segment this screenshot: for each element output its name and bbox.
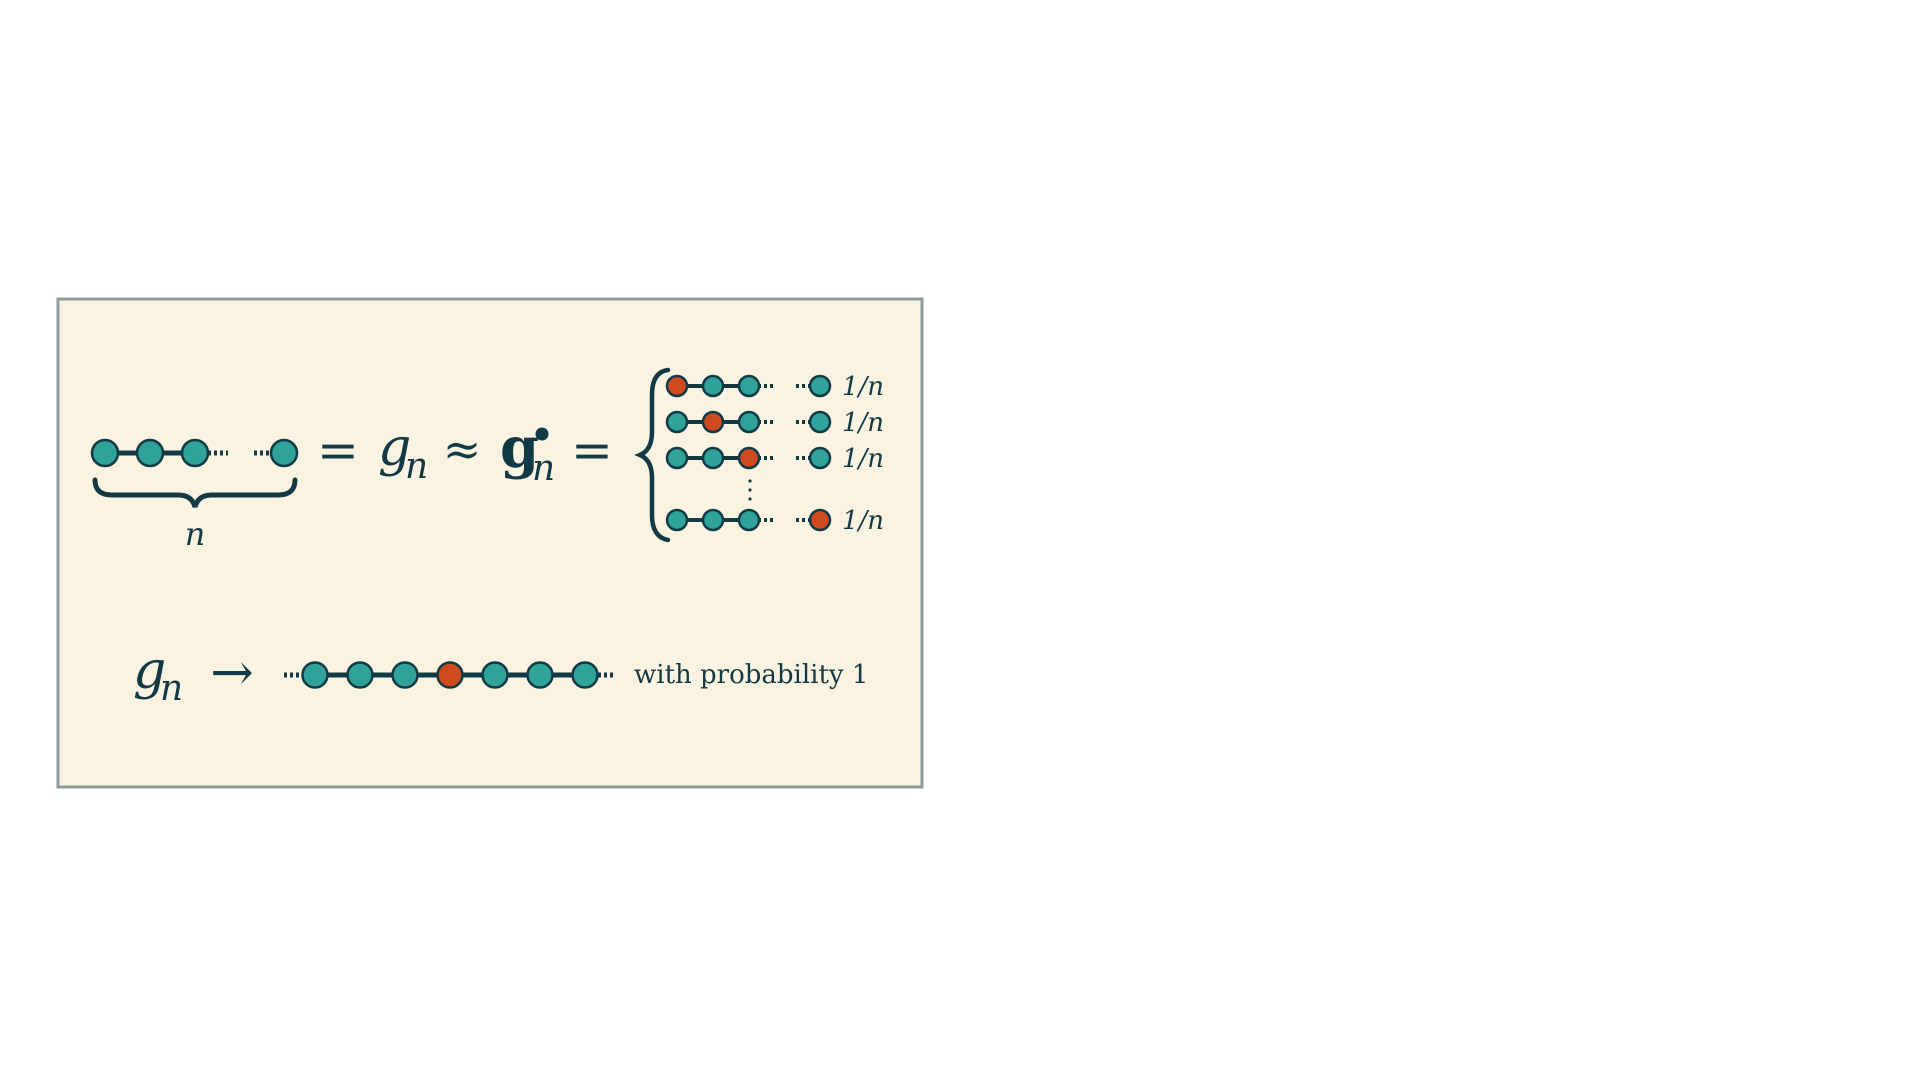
chain-node [391,661,419,689]
brace-label: n [185,515,206,553]
bottom-chain [284,661,616,689]
case-node [737,508,761,532]
case-node [701,446,725,470]
vertical-ellipsis [748,479,752,501]
bullet-superscript [535,427,549,441]
case-node [737,410,761,434]
case-probability: 1/n [842,372,884,402]
case-node [701,410,725,434]
bold-g-subscript-n: n [532,448,555,489]
cases-list: 1/n 1/n 1/n 1/n [665,372,884,536]
case-node [665,446,689,470]
approx-sign: ≈ [443,422,482,476]
chain-node [180,438,210,468]
bottom-g-symbol: g [133,641,166,701]
case-probability: 1/n [842,444,884,474]
case-row: 1/n [665,444,884,474]
case-node [808,446,832,470]
chain-node [90,438,120,468]
top-left-chain [90,438,299,468]
case-node [737,374,761,398]
bottom-label: with probability 1 [634,660,868,690]
g-symbol: g [378,418,411,478]
chain-node [135,438,165,468]
case-node [808,410,832,434]
case-node [701,508,725,532]
case-node [808,508,832,532]
panel-frame [56,297,924,789]
equals-sign-1: = [317,421,359,479]
bottom-arrow: → [210,643,254,703]
chain-node [301,661,329,689]
case-node [737,446,761,470]
case-row: 1/n [665,372,884,402]
chain-node [526,661,554,689]
case-probability: 1/n [842,408,884,438]
case-node [808,374,832,398]
case-row: 1/n [665,506,884,536]
case-row: 1/n [665,408,884,438]
case-node [665,374,689,398]
case-probability: 1/n [842,506,884,536]
g-subscript-n: n [405,446,428,487]
bottom-g-subscript-n: n [160,668,183,709]
chain-node [481,661,509,689]
underbrace [92,477,298,508]
case-node [665,410,689,434]
chain-node [571,661,599,689]
cases-brace [634,367,671,543]
equals-sign-2: = [571,421,613,479]
chain-node [346,661,374,689]
chain-node [436,661,464,689]
case-node [701,374,725,398]
case-node [665,508,689,532]
bold-g-symbol: g [500,415,539,481]
chain-node [269,438,299,468]
